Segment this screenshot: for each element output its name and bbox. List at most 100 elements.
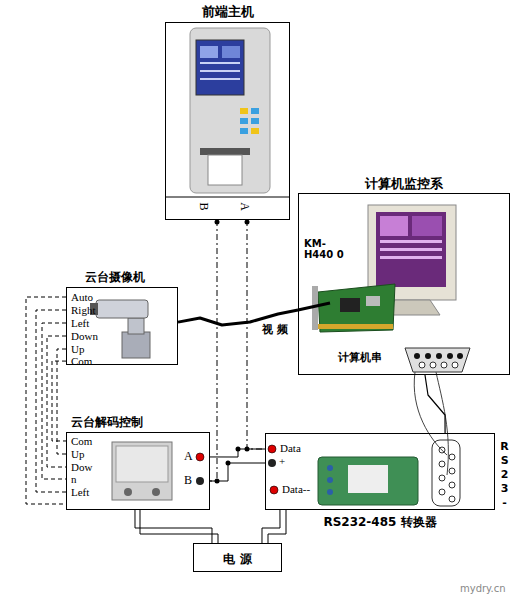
bus-wire [268,510,286,543]
host-box: 前端主机 [165,22,290,220]
card-model: KM-H440 0 [304,238,350,260]
watermark: mydry.cn [460,583,506,594]
capture-card [366,296,380,306]
computer-monitor [380,240,442,243]
host-device [245,220,250,225]
pin-name: Com [71,355,92,367]
terminal-dot [268,459,276,467]
edge-label: 视 频 [262,324,288,336]
host-device [240,108,248,114]
host-device [200,78,240,80]
capture-card [318,284,395,332]
terminal-dot [215,479,220,484]
pin-name: B [196,203,209,211]
host-device [240,128,248,134]
capture-card [312,284,395,332]
control-wire [26,297,66,504]
ptz-camera [128,318,144,334]
converter-board [318,457,418,505]
converter-board [327,489,333,495]
bus-wire [140,303,448,543]
serial-port [430,362,436,368]
pin-name: B [184,474,192,487]
computer-monitor [380,248,442,251]
converter-db9 [449,482,455,488]
wire-connector [52,361,66,441]
control-wire [36,310,66,492]
converter-db9 [432,440,460,506]
serial-port [405,348,470,372]
decoder-box [152,488,160,496]
pin-name: Left [71,317,89,329]
terminal-dot [196,477,204,485]
port-name: RS23- [498,440,510,510]
host-device [251,108,259,114]
computer-monitor [376,212,446,287]
pin-name: Dow n [71,461,95,485]
serial-port [452,362,458,368]
computer-monitor [412,216,442,236]
node-heading: 前端主机 [166,3,289,21]
pin-name: A [238,202,251,211]
host-device [251,128,259,134]
wire-connector [135,510,212,543]
wire-connector [178,310,298,325]
ptz-camera [96,300,148,318]
decoder-box [124,488,132,496]
wire-connector [262,510,280,543]
converter-db9 [439,461,445,467]
pin-name: + [279,455,285,467]
pin-name: Down [71,330,98,342]
host-device [222,46,240,58]
host-device [165,28,290,225]
decoder-box [112,442,172,500]
terminal-dot [245,447,250,452]
control-wire [26,297,66,504]
bus-wire [298,303,330,310]
pin-name: Up [71,343,84,355]
computer-monitor [380,256,442,259]
serial-port [436,353,442,359]
terminal-dot [226,461,231,466]
host-device [165,197,290,198]
converter-board [327,477,333,483]
pin-name: Data [280,442,301,454]
host-device [200,46,218,58]
power-box: 电 源 [193,543,282,572]
pin-name: A [184,450,193,463]
wire-connector [210,449,265,457]
ptz-camera [90,300,150,358]
host-device [200,70,240,72]
converter-board [327,465,333,471]
bus-wire [210,463,265,481]
control-wire [42,323,66,479]
port-label: 计算机串 [338,352,382,364]
terminal-dot [270,486,278,494]
host-device [215,220,220,225]
computer-monitor [380,216,408,236]
bus-wire [414,372,447,455]
serial-port [425,353,431,359]
bus-wire [436,372,448,475]
host-device [208,155,242,185]
pin-name: Left [71,486,89,498]
pin-name: Data-- [282,483,310,495]
node-heading: 电 源 [194,551,281,568]
serial-port [457,353,463,359]
serial-port [447,353,453,359]
terminal-dot [268,445,276,453]
capture-card [318,324,393,329]
control-wire [47,336,66,467]
host-device [190,28,270,193]
pin-name: Auto [71,291,93,303]
converter-db9 [449,496,455,502]
wire-connector [425,375,445,433]
host-device [196,40,244,95]
ptz-camera [122,332,150,358]
decoder-box [112,442,172,500]
converter-db9 [449,468,455,474]
serial-port [419,362,425,368]
serial-port [441,362,447,368]
converter-db9 [439,475,445,481]
